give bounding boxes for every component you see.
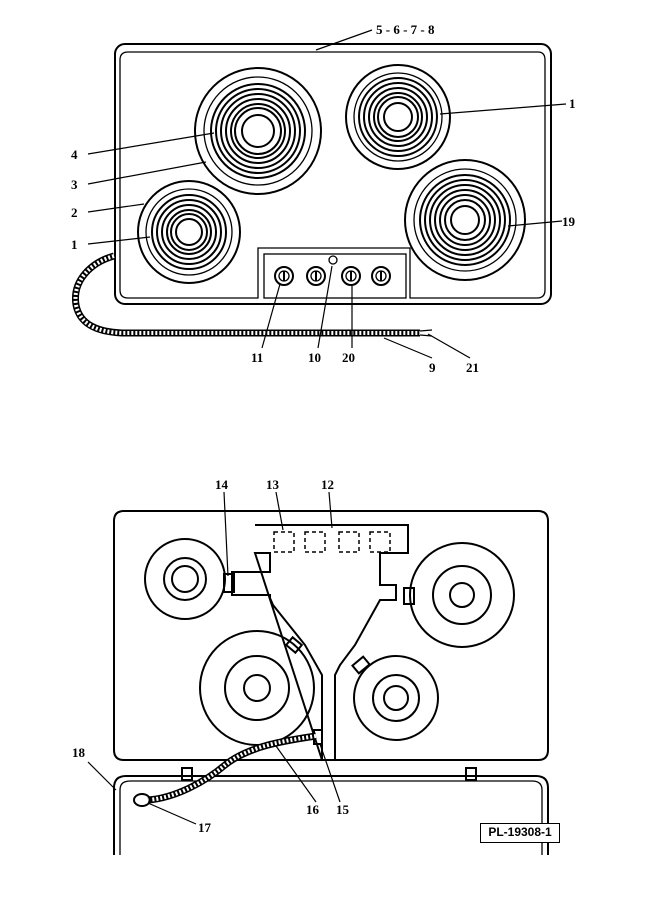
- switch-locations: [273, 531, 391, 553]
- control-knob-1: [274, 266, 294, 286]
- plate-identifier: PL-19308-1: [480, 823, 560, 843]
- underside-element-front-left: [199, 630, 315, 746]
- large-front-right-element: [404, 159, 526, 281]
- callout-21: 21: [466, 360, 479, 375]
- bottom-housing: [113, 510, 549, 761]
- bottom-leader-lines: [87, 491, 341, 825]
- callout-12: 12: [321, 477, 334, 492]
- callout-1-right: 1: [569, 96, 576, 111]
- callout-3: 3: [71, 177, 78, 192]
- callout-10: 10: [308, 350, 321, 365]
- wiring-channel: [231, 524, 409, 761]
- control-knob-4: [371, 266, 391, 286]
- callout-20: 20: [342, 350, 355, 365]
- top-leader-lines: [87, 29, 567, 359]
- callout-17: 17: [198, 820, 212, 835]
- underside-element-rear-right: [409, 542, 515, 648]
- callout-11: 11: [251, 350, 263, 365]
- cooktop-bottom-view: 14 13 12 18 16 15 17: [72, 477, 549, 855]
- callout-14: 14: [215, 477, 229, 492]
- underside-element-rear-left: [144, 538, 226, 620]
- indicator-light: [328, 255, 338, 265]
- cooktop-inner-surface: [119, 51, 546, 299]
- cooktop-top-view: 5 - 6 - 7 - 8 1 4 3 2 1 19 11 10 20 9 21: [71, 22, 576, 375]
- callout-15: 15: [336, 802, 350, 817]
- callout-19: 19: [562, 214, 576, 229]
- bottom-conduit: [133, 732, 317, 807]
- small-rear-right-element: [345, 64, 451, 170]
- callout-4: 4: [71, 147, 78, 162]
- callout-9: 9: [429, 360, 436, 375]
- large-rear-left-element: [194, 67, 322, 195]
- callout-5-6-7-8: 5 - 6 - 7 - 8: [376, 22, 435, 37]
- callout-2: 2: [71, 205, 78, 220]
- underside-element-front-right: [353, 655, 439, 741]
- control-knob-3: [341, 266, 361, 286]
- small-front-left-element: [137, 180, 241, 284]
- control-knob-2: [306, 266, 326, 286]
- control-panel: [263, 253, 407, 299]
- callout-1-left: 1: [71, 237, 78, 252]
- callout-18: 18: [72, 745, 86, 760]
- power-cord: [72, 252, 433, 337]
- callout-16: 16: [306, 802, 320, 817]
- callout-13: 13: [266, 477, 280, 492]
